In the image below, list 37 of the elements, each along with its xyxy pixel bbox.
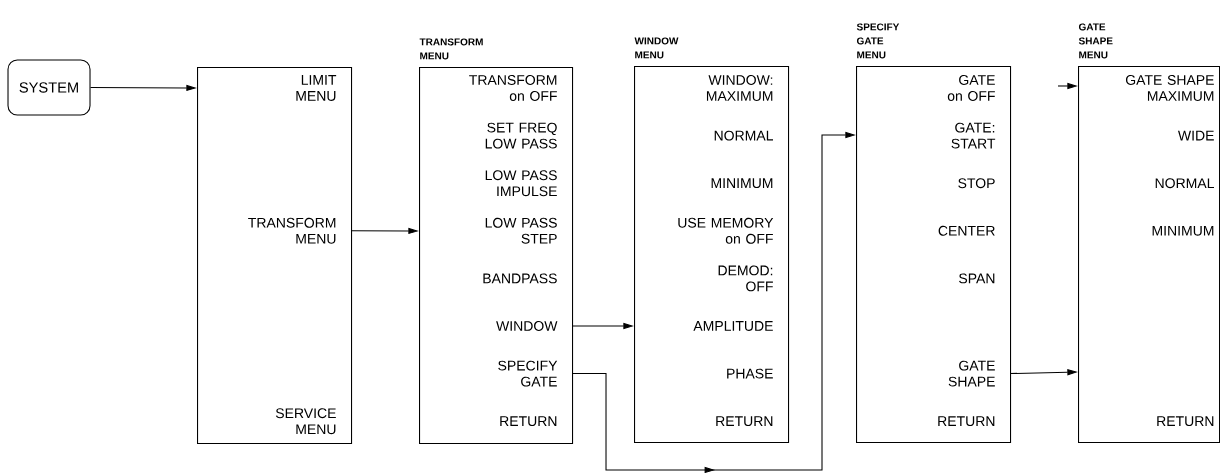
- softkey-label: RETURN: [716, 416, 773, 427]
- softkey-label: SPAN: [959, 273, 995, 284]
- key-button: SYSTEM: [7, 59, 91, 116]
- softkey-label: GATE SHAPE MAXIMUM: [1126, 75, 1214, 101]
- softkey-label: SERVICE MENU: [275, 408, 336, 435]
- softkey-label: WINDOW: MAXIMUM: [706, 75, 773, 101]
- menu-box: [197, 67, 353, 445]
- softkey-label: USE MEMORY on OFF: [678, 217, 774, 244]
- softkey-label: TRANSFORM MENU: [248, 217, 336, 244]
- softkey-label: WIDE: [1178, 130, 1214, 141]
- softkey-label: GATE: START: [951, 122, 996, 149]
- softkey-label: RETURN: [500, 416, 557, 427]
- softkey-label: CENTER: [938, 225, 995, 236]
- softkey-label: MINIMUM: [1152, 225, 1214, 236]
- softkey-label: STOP: [958, 178, 995, 189]
- menu-heading: TRANSFORM MENU: [419, 38, 483, 60]
- menu-heading: SPECIFY GATE MENU: [856, 23, 900, 59]
- softkey-label: WINDOW: [496, 321, 558, 331]
- softkey-label: SET FREQ LOW PASS: [485, 122, 557, 149]
- softkey-label: GATE on OFF: [947, 75, 995, 101]
- menu-heading: WINDOW MENU: [634, 37, 679, 59]
- softkey-label: PHASE: [727, 368, 773, 379]
- softkey-label: RETURN: [1157, 416, 1214, 427]
- softkey-label: GATE SHAPE: [948, 360, 995, 387]
- softkey-label: BANDPASS: [483, 273, 557, 284]
- softkey-label: NORMAL: [714, 130, 773, 141]
- softkey-label: RETURN: [938, 416, 995, 427]
- menu-heading: GATE SHAPE MENU: [1078, 23, 1113, 59]
- softkey-label: LIMIT MENU: [296, 75, 337, 101]
- softkey-label: NORMAL: [1155, 178, 1214, 189]
- softkey-label: MINIMUM: [711, 178, 773, 189]
- softkey-label: LOW PASS IMPULSE: [485, 170, 557, 197]
- softkey-label: AMPLITUDE: [693, 321, 773, 331]
- softkey-label: TRANSFORM on OFF: [469, 75, 557, 101]
- softkey-label: SPECIFY GATE: [498, 360, 558, 387]
- softkey-label: LOW PASS STEP: [485, 217, 557, 244]
- softkey-label: DEMOD: OFF: [718, 265, 773, 292]
